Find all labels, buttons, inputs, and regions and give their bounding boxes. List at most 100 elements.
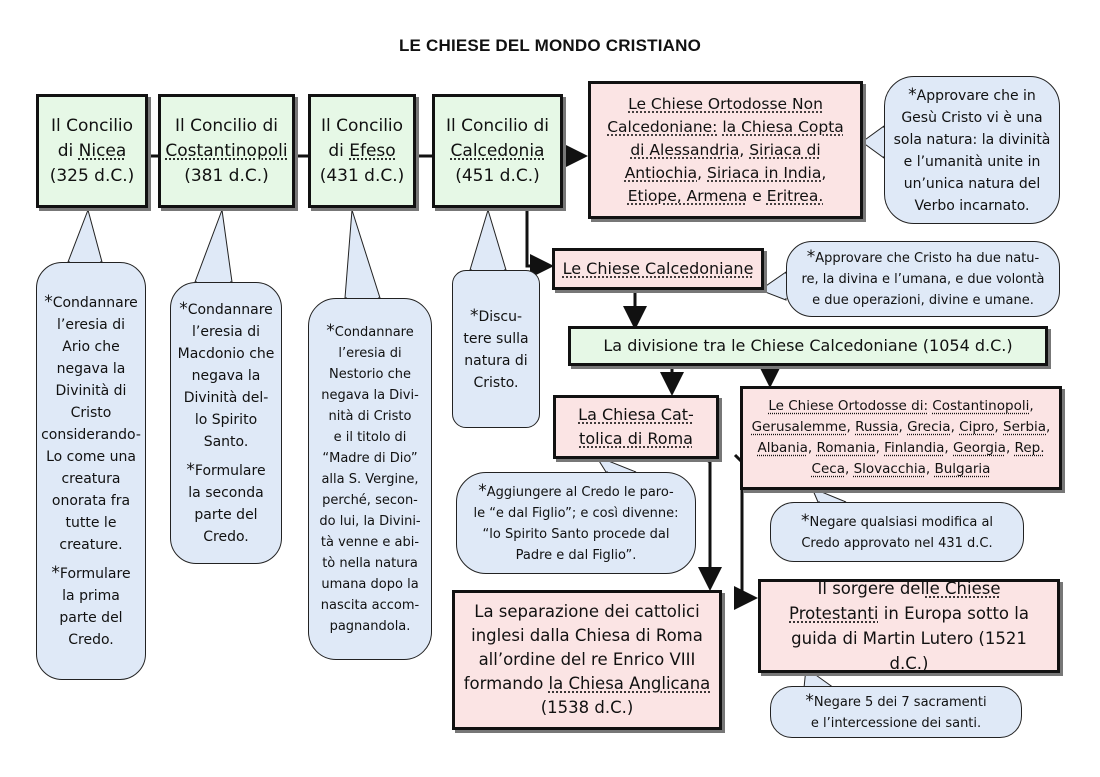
tail-non-chalcedonian-note <box>861 125 885 159</box>
orthodox-box: Le Chiese Ortodosse di: Costantinopoli, … <box>740 386 1062 490</box>
orthodox-church-item: Grecia <box>907 419 951 435</box>
council-costantinopoli-date: (381 d.C.) <box>184 165 269 186</box>
nicea-note: *Condannare l’eresia di Ario che negava … <box>36 262 146 680</box>
orthodox-church-item: Rep. Ceca <box>811 440 1045 477</box>
church-copta: la Chiesa Copta di Alessandria <box>630 117 844 159</box>
bullet-star: * <box>469 305 479 326</box>
costantinopoli-note-text-b: Formulare la seconda parte del Credo. <box>188 463 266 545</box>
chalcedonian-note-text: Approvare che Cristo ha due natu- re, la… <box>801 251 1045 308</box>
tail-nicea-note <box>67 208 103 263</box>
separator: , <box>950 419 960 435</box>
arrow-to-protestant <box>733 453 758 610</box>
catholic-note: *Aggiungere al Credo le paro- le “e dal … <box>456 472 696 574</box>
orthodox-note: *Negare qualsiasi modifica al Credo appr… <box>770 502 1024 562</box>
council-calcedonia-date: (451 d.C.) <box>455 165 540 186</box>
protestant-post: in Europa sotto la guida di Martin Luter… <box>791 604 1029 673</box>
arrow-to-anglican <box>698 453 722 591</box>
council-costantinopoli-box: Il Concilio di Costantinopoli (381 d.C.) <box>158 94 295 208</box>
efeso-note: *Condannare l’eresia di Nestorio che neg… <box>308 298 432 660</box>
tail-costantinopoli-note <box>194 209 233 283</box>
orthodox-church-item: Costantinopoli <box>932 398 1030 414</box>
church-eritrea: Eritrea. <box>766 186 824 205</box>
bullet-star: * <box>326 321 335 341</box>
protestant-note-text: Negare 5 dei 7 sacramenti e l’intercessi… <box>810 694 987 731</box>
church-etiope-armena: Etiope, Armena <box>627 186 748 205</box>
tail-orthodox-note <box>811 487 847 503</box>
bullet-star: * <box>478 480 487 501</box>
costantinopoli-note: *Condannare l’eresia di Macdonio che neg… <box>170 282 282 564</box>
separator: , <box>697 163 707 182</box>
separator: , <box>1005 440 1015 456</box>
bullet-star: * <box>179 299 188 319</box>
arrow-to-chalcedonian <box>525 208 554 278</box>
costantinopoli-note-text-a: Condannare l’eresia di Macdonio che nega… <box>177 302 275 450</box>
council-efeso-box: Il Concilio di Efeso (431 d.C.) <box>308 94 416 208</box>
separator: , <box>821 163 827 182</box>
church-siriaca-india: Siriaca in India <box>707 163 822 182</box>
bullet-star: * <box>805 690 814 711</box>
non-chalcedonian-note-text: Approvare che in Gesù Cristo vi è una so… <box>893 87 1051 214</box>
council-calcedonia-box: Il Concilio di Calcedonia (451 d.C.) <box>432 94 563 208</box>
separator: , <box>807 440 817 456</box>
council-efeso-date: (431 d.C.) <box>319 165 405 186</box>
nicea-note-text-b: Formulare la prima parte del Credo. <box>59 566 131 648</box>
division-label: La divisione tra le Chiese Calcedoniane … <box>603 336 1013 355</box>
council-nicea-place: Nicea <box>78 140 127 161</box>
orthodox-church-item: Finlandia <box>884 440 945 456</box>
nicea-note-text-a: Condannare l’eresia di Ario che negava l… <box>41 295 141 553</box>
separator: , <box>898 419 908 435</box>
council-efeso-line1: Il Concilio <box>320 115 404 136</box>
anglican-date: (1538 d.C.) <box>540 698 634 717</box>
orthodox-church-item: Bulgaria <box>934 461 991 477</box>
non-chalcedonian-heading: Le Chiese Ortodosse Non Calcedoniane: <box>607 94 823 136</box>
council-efeso-pre: di <box>328 140 350 161</box>
protestant-note: *Negare 5 dei 7 sacramenti e l’intercess… <box>770 686 1022 738</box>
council-costantinopoli-line1: Il Concilio di <box>174 115 279 136</box>
protestant-church-name: le Chiese Protestanti <box>789 579 1001 623</box>
calcedonia-note-text: Discu- tere sulla natura di Cristo. <box>463 308 529 391</box>
separator: , <box>739 140 750 159</box>
orthodox-church-item: Cipro <box>959 419 995 435</box>
bullet-star: * <box>806 247 816 267</box>
non-chalcedonian-note: *Approvare che in Gesù Cristo vi è una s… <box>884 76 1060 224</box>
church-siriaca-antiochia: Siriaca di Antiochia <box>624 140 821 182</box>
council-calcedonia-line1: Il Concilio di <box>445 115 550 136</box>
separator: , <box>846 419 856 435</box>
protestant-box: Il sorgere delle Chiese Protestanti in E… <box>758 579 1060 673</box>
chalcedonian-box: Le Chiese Calcedoniane <box>552 248 764 290</box>
tail-calcedonia-note <box>469 208 507 271</box>
separator: e <box>747 186 767 205</box>
catholic-line1: La Chiesa Cat- <box>578 405 694 424</box>
anglican-church-name: la Chiesa Anglicana <box>548 674 711 693</box>
separator: , <box>1046 419 1051 435</box>
orthodox-church-item: Slovacchia <box>853 461 926 477</box>
orthodox-church-item: Romania <box>816 440 876 456</box>
separator: , <box>994 419 1004 435</box>
orthodox-heading: Le Chiese Ortodosse di: <box>768 398 928 414</box>
orthodox-church-item: Serbia <box>1003 419 1047 435</box>
orthodox-church-item: Gerusalemme <box>751 419 847 435</box>
non-chalcedonian-box: Le Chiese Ortodosse Non Calcedoniane: la… <box>588 81 863 219</box>
council-nicea-date: (325 d.C.) <box>49 165 135 186</box>
catholic-note-text: Aggiungere al Credo le paro- le “e dal F… <box>473 484 679 563</box>
anglican-box: La separazione dei cattolici inglesi dal… <box>452 590 722 730</box>
separator: , <box>844 461 854 477</box>
catholic-box: La Chiesa Cat- tolica di Roma <box>553 395 719 459</box>
calcedonia-note: *Discu- tere sulla natura di Cristo. <box>452 270 540 428</box>
council-nicea-line1: Il Concilio <box>50 115 134 136</box>
bullet-star: * <box>44 292 53 312</box>
separator: , <box>1029 398 1034 414</box>
protestant-pre: Il sorgere del <box>817 579 926 598</box>
efeso-note-text: Condannare l’eresia di Nestorio che nega… <box>319 325 421 634</box>
chalcedonian-note: *Approvare che Cristo ha due natu- re, l… <box>786 241 1060 317</box>
tail-efeso-note <box>344 209 381 299</box>
chalcedonian-label: Le Chiese Calcedoniane <box>562 259 754 278</box>
council-costantinopoli-place: Costantinopoli <box>165 140 288 161</box>
orthodox-note-text: Negare qualsiasi modifica al Credo appro… <box>801 514 994 551</box>
page-title: LE CHIESE DEL MONDO CRISTIANO <box>398 36 702 55</box>
catholic-line2: tolica di Roma <box>579 429 693 448</box>
separator: , <box>944 440 954 456</box>
bullet-star: * <box>186 460 195 480</box>
council-nicea-box: Il Concilio di Nicea (325 d.C.) <box>36 94 148 208</box>
bullet-star: * <box>51 563 60 583</box>
